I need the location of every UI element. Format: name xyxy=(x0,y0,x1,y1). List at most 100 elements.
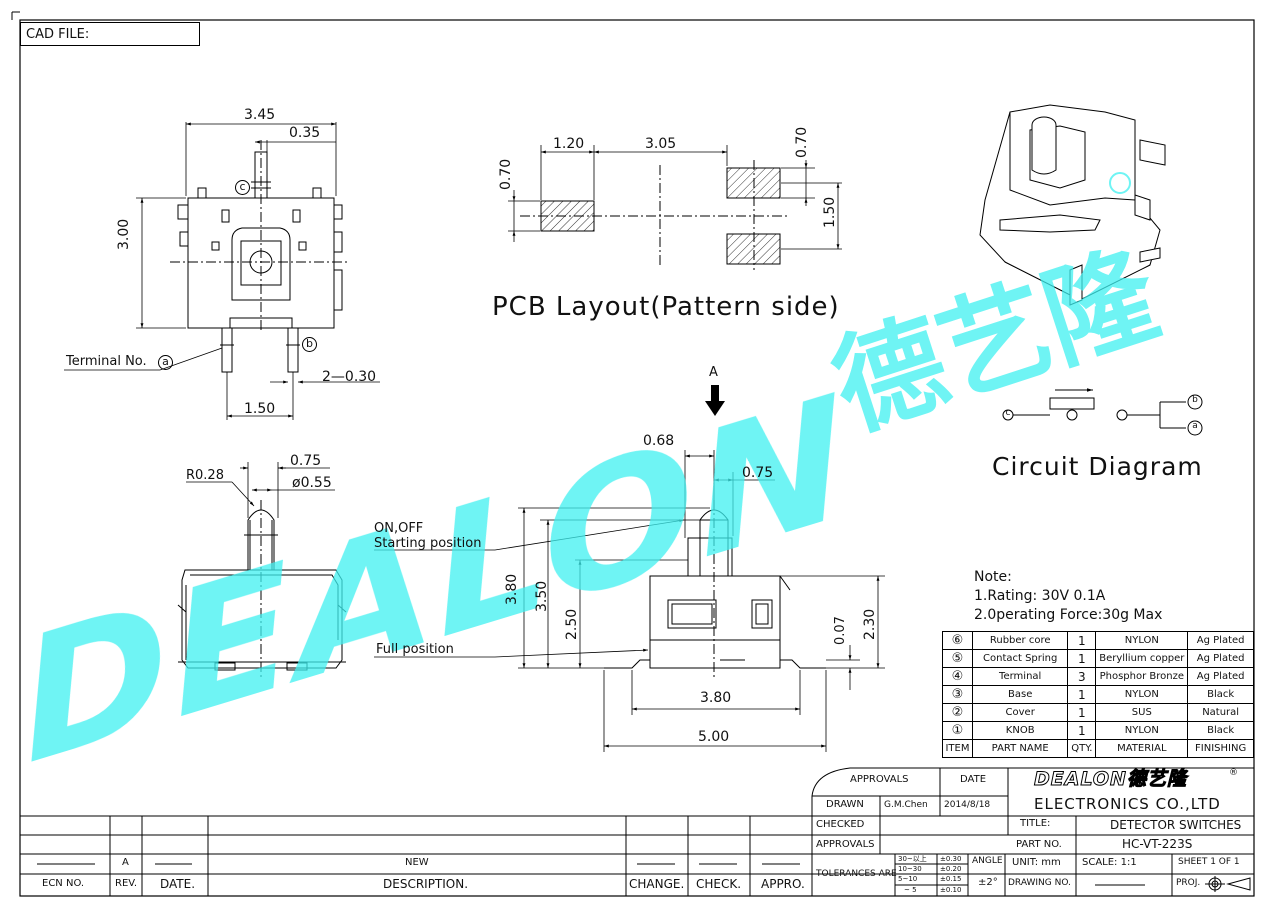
bom-part: Terminal xyxy=(971,667,1069,686)
tol-value-2: ±0.20 xyxy=(940,865,962,873)
dim-pcb-pitch-x: 3.05 xyxy=(645,136,677,152)
dim-pcb-pitch-y: 1.50 xyxy=(822,196,838,228)
tb-scale: SCALE: 1:1 xyxy=(1082,857,1137,868)
bom-finish: Natural xyxy=(1187,703,1254,722)
tb-part-no-label: PART NO. xyxy=(1016,839,1062,850)
bom-qty: 1 xyxy=(1067,631,1097,650)
tb-tolerances: TOLERANCES ARE xyxy=(816,869,897,879)
dim-front-007: 0.07 xyxy=(833,616,848,645)
tb-drawn-by: G.M.Chen xyxy=(884,800,928,810)
tb-unit: UNIT: mm xyxy=(1012,857,1061,868)
bom-material: NYLON xyxy=(1095,721,1189,740)
circuit-mark-a: a xyxy=(1192,421,1198,431)
col-description: DESCRIPTION. xyxy=(383,877,469,891)
notes-title: Note: xyxy=(974,569,1012,585)
pcb-layout-title: PCB Layout(Pattern side) xyxy=(492,292,840,322)
circuit-diagram-title: Circuit Diagram xyxy=(992,452,1203,481)
terminal-label: Terminal No. xyxy=(66,354,147,369)
bom-header-finish: FINISHING xyxy=(1187,739,1254,758)
dim-pcb-pad-height-right: 0.70 xyxy=(794,126,810,158)
tol-range-1: 30~以上 xyxy=(898,855,927,863)
tb-drawn-date: 2014/8/18 xyxy=(944,800,991,810)
rev-value: A xyxy=(122,857,129,868)
tb-part-no: HC-VT-223S xyxy=(1122,837,1193,851)
bom-header-material: MATERIAL xyxy=(1095,739,1189,758)
bom-qty: 1 xyxy=(1067,685,1097,704)
col-rev: REV. xyxy=(115,878,137,889)
front-view xyxy=(604,500,826,680)
circuit-mark-c: c xyxy=(1005,408,1011,418)
tol-value-4: ±0.10 xyxy=(940,886,962,894)
company-logo-mark: ® xyxy=(1229,768,1238,778)
tb-angle-value: ±2° xyxy=(978,877,998,888)
bom-part: Rubber core xyxy=(971,631,1069,650)
bom-item: ④ xyxy=(942,667,973,686)
tol-value-3: ±0.15 xyxy=(940,875,962,883)
bom-material: SUS xyxy=(1095,703,1189,722)
bom-item: ① xyxy=(942,721,973,740)
side-view xyxy=(177,500,347,680)
dim-side-diameter: ø0.55 xyxy=(292,475,332,491)
dim-front-380h: 3.80 xyxy=(504,573,520,605)
watermark-text: DEALON xyxy=(10,357,858,802)
tol-range-3: 5~10 xyxy=(898,875,918,883)
dim-pcb-pad-width: 1.20 xyxy=(553,136,585,152)
view-arrow-a xyxy=(705,385,725,416)
front-view-dims xyxy=(374,450,885,752)
bom-item: ⑤ xyxy=(942,649,973,668)
pcb-dims xyxy=(508,145,842,250)
projection-symbol xyxy=(1205,876,1251,892)
company-name: ELECTRONICS CO.,LTD xyxy=(1034,795,1221,813)
label-full-position: Full position xyxy=(376,642,454,657)
dim-front-068: 0.68 xyxy=(643,433,675,449)
notes-rating: 1.Rating: 30V 0.1A xyxy=(974,588,1106,604)
dim-front-230: 2.30 xyxy=(862,608,878,640)
cad-file-box: CAD FILE: xyxy=(20,22,200,46)
bom-material: Phosphor Bronze xyxy=(1095,667,1189,686)
notes-force: 2.0perating Force:30g Max xyxy=(974,607,1163,623)
bom-part: Base xyxy=(971,685,1069,704)
bom-material: NYLON xyxy=(1095,685,1189,704)
label-starting-position: Starting position xyxy=(374,536,482,551)
bom-part: KNOB xyxy=(971,721,1069,740)
dim-side-075: 0.75 xyxy=(290,453,322,469)
col-appro: APPRO. xyxy=(761,877,805,891)
dim-front-500: 5.00 xyxy=(698,729,730,745)
dim-front-380w: 3.80 xyxy=(700,690,732,706)
col-date: DATE. xyxy=(160,877,196,891)
label-on-off: ON,OFF xyxy=(374,521,424,536)
top-view xyxy=(170,140,350,373)
top-view-dims xyxy=(64,122,380,420)
side-view-dims xyxy=(186,462,335,518)
bom-header-row: ITEM PART NAME QTY. MATERIAL FINISHING xyxy=(942,739,1254,758)
tb-checked: CHECKED xyxy=(816,819,865,830)
tb-title-label: TITLE: xyxy=(1020,818,1051,829)
circuit-diagram xyxy=(1002,388,1203,436)
bom-qty: 1 xyxy=(1067,721,1097,740)
dim-top-pin-width: 2—0.30 xyxy=(322,369,377,385)
bom-qty: 1 xyxy=(1067,649,1097,668)
dim-side-radius: R0.28 xyxy=(186,468,224,483)
col-change: CHANGE. xyxy=(629,877,685,891)
bom-header-part: PART NAME xyxy=(971,739,1069,758)
bom-material: Beryllium copper xyxy=(1095,649,1189,668)
col-check: CHECK. xyxy=(696,877,742,891)
col-ecn-no: ECN NO. xyxy=(42,878,85,889)
tb-approvals: APPROVALS xyxy=(850,774,909,785)
dim-top-pin-offset: 0.35 xyxy=(289,125,321,141)
bom-finish: Ag Plated xyxy=(1187,649,1254,668)
tol-value-1: ±0.30 xyxy=(940,855,962,863)
terminal-mark-a: a xyxy=(158,355,173,370)
bom-finish: Ag Plated xyxy=(1187,667,1254,686)
bom-item: ③ xyxy=(942,685,973,704)
bom-finish: Ag Plated xyxy=(1187,631,1254,650)
tb-date: DATE xyxy=(960,774,987,785)
tol-range-4: ~ 5 xyxy=(904,886,917,894)
terminal-mark-c: c xyxy=(235,180,250,195)
